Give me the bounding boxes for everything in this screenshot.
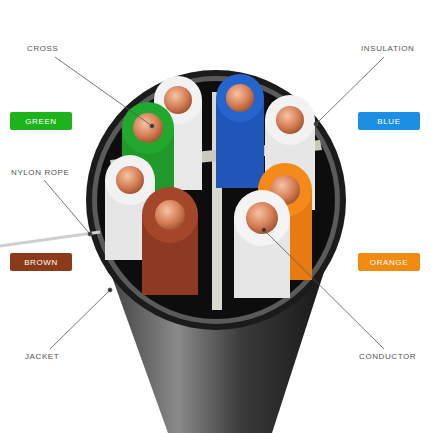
part-label: NYLON ROPE: [10, 168, 70, 177]
color-name: GREEN: [25, 117, 56, 126]
part-label: CONDUCTOR: [358, 352, 417, 361]
wire-pairs: [105, 74, 315, 298]
color-name: BROWN: [24, 258, 58, 267]
color-tag: GREEN: [10, 112, 72, 130]
color-tag: BROWN: [10, 253, 72, 271]
color-tag: ORANGE: [358, 253, 420, 271]
leader-lines: [44, 57, 384, 349]
color-name: ORANGE: [370, 258, 408, 267]
color-tag: BLUE: [358, 112, 420, 130]
part-label: JACKET: [24, 352, 60, 361]
part-label: CROSS: [26, 44, 59, 53]
color-name: BLUE: [377, 117, 400, 126]
part-label: INSULATION: [360, 44, 415, 53]
